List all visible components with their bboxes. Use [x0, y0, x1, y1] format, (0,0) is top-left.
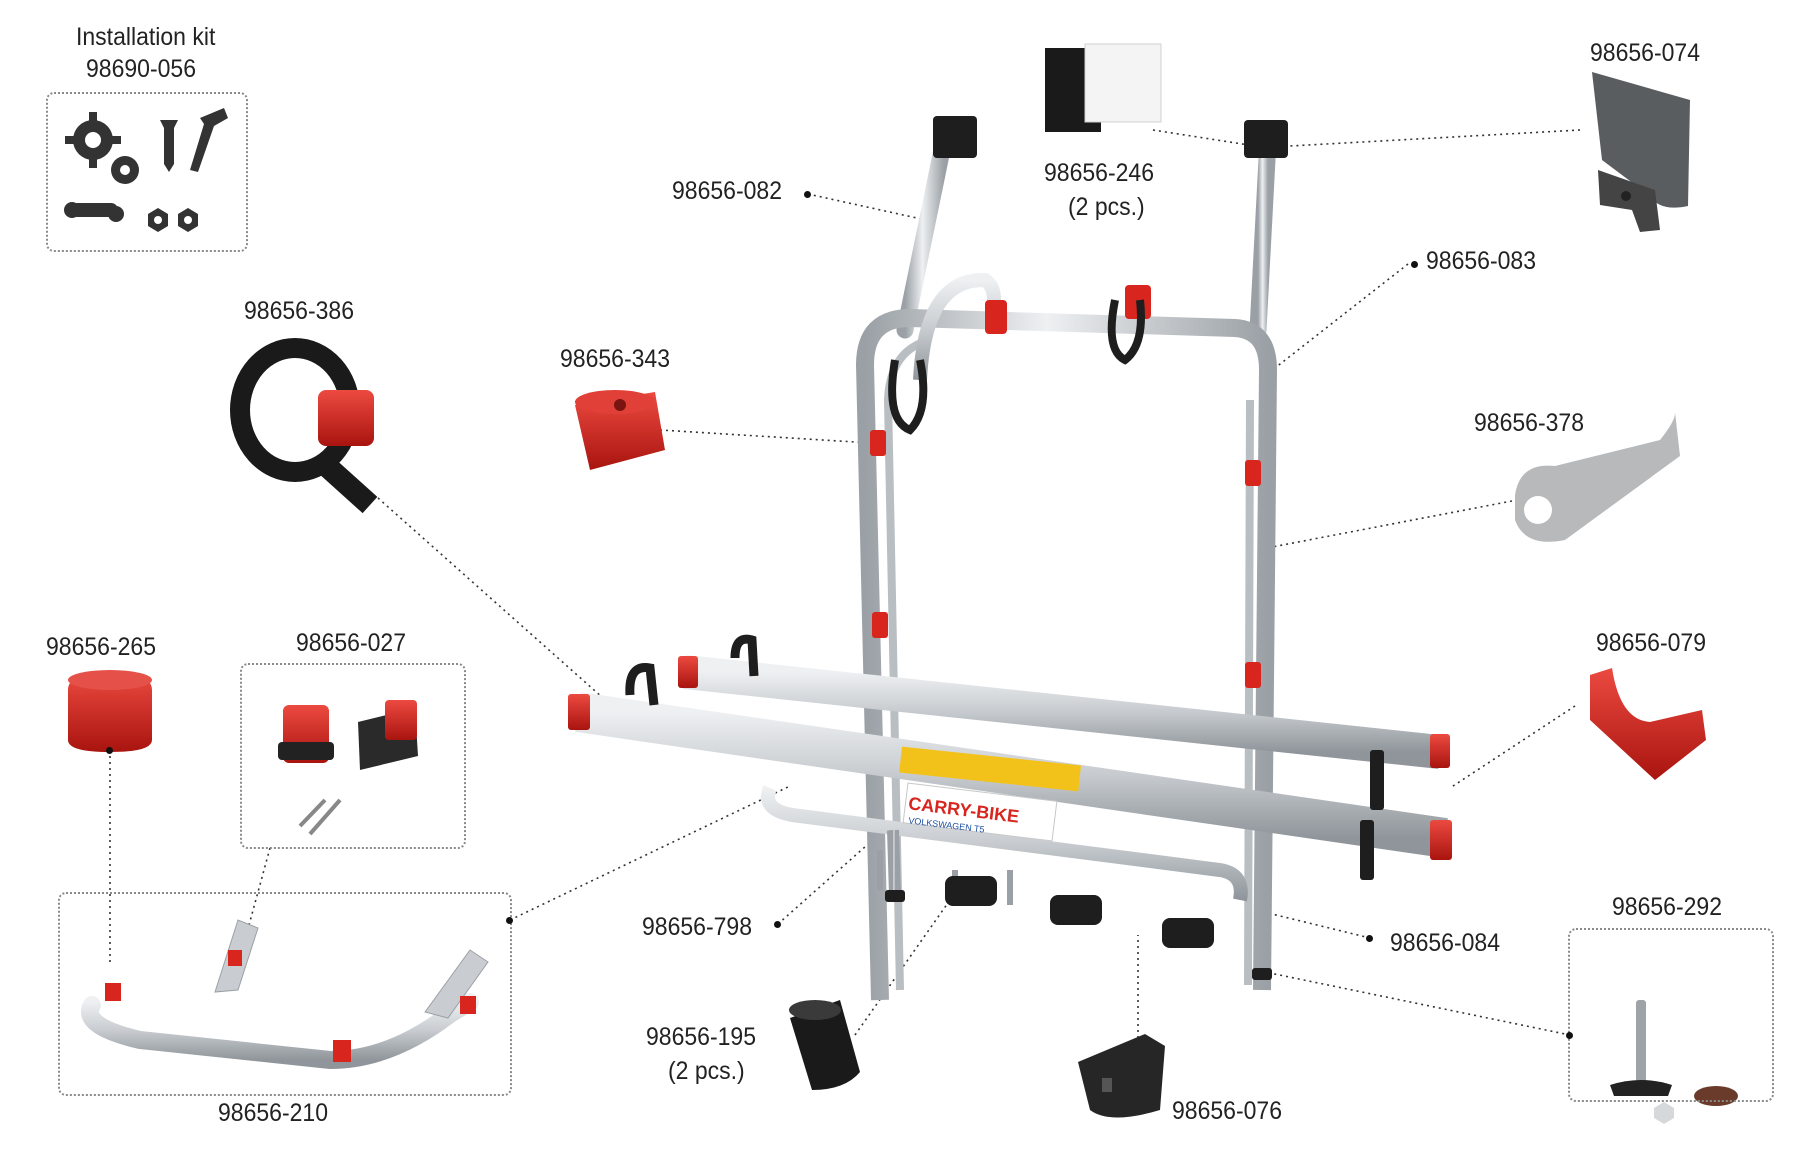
part-number-98656-084: 98656-084	[1390, 929, 1500, 957]
leader-dot	[1566, 1032, 1573, 1039]
leader-dot	[804, 191, 811, 198]
part-number-98656-027: 98656-027	[296, 629, 406, 657]
part-number-98656-265: 98656-265	[46, 633, 156, 661]
plug-set	[278, 700, 418, 836]
leader-dot	[106, 747, 113, 754]
part-number-98656-292: 98656-292	[1612, 893, 1722, 921]
bike-rack-frame	[568, 116, 1452, 1001]
part-number-98656-074: 98656-074	[1590, 39, 1700, 67]
plug-set-box	[240, 663, 466, 849]
part-number-98656-246: 98656-246	[1044, 159, 1154, 187]
leader-dot	[1411, 261, 1418, 268]
end-cap	[68, 670, 152, 752]
wheel-holder	[1590, 668, 1706, 780]
part-quantity-98656-246: (2 pcs.)	[1068, 193, 1145, 221]
tube-clamp	[1515, 412, 1680, 542]
chain-link-icon	[64, 202, 124, 222]
part-number-98656-079: 98656-079	[1596, 629, 1706, 657]
screw-icon	[160, 108, 228, 172]
gear-icon	[65, 112, 139, 184]
part-number-98656-076: 98656-076	[1172, 1097, 1282, 1125]
part-number-98656-343: 98656-343	[560, 345, 670, 373]
nut-icon	[148, 208, 198, 232]
leader-dot	[774, 921, 781, 928]
rubber-sleeve	[789, 1000, 860, 1090]
leveling-foot-box	[1568, 928, 1774, 1102]
support-bar	[81, 919, 489, 1070]
leader-dot	[506, 917, 513, 924]
part-number-98656-083: 98656-083	[1426, 247, 1536, 275]
spacer-block	[575, 390, 665, 470]
part-number-98656-798: 98656-798	[642, 913, 752, 941]
part-number-98690-056: 98690-056	[86, 55, 196, 83]
leveling-foot	[1610, 1000, 1738, 1124]
installation-kit-box	[46, 92, 248, 252]
leader-lines	[109, 129, 1581, 1050]
installation-kit-icons	[64, 108, 228, 232]
part-number-98656-378: 98656-378	[1474, 409, 1584, 437]
mount-bracket	[1592, 72, 1690, 232]
support-bar-box	[58, 892, 512, 1096]
part-number-98656-195: 98656-195	[646, 1023, 756, 1051]
part-quantity-98656-195: (2 pcs.)	[668, 1057, 745, 1085]
bike-strap	[230, 338, 378, 514]
part-number-98656-210: 98656-210	[218, 1099, 328, 1127]
part-number-98656-082: 98656-082	[672, 177, 782, 205]
leader-dot	[1366, 935, 1373, 942]
installation-kit-title: Installation kit	[76, 23, 216, 51]
part-number-98656-386: 98656-386	[244, 297, 354, 325]
retaining-clip	[1078, 1034, 1165, 1118]
adhesive-pads	[1045, 43, 1162, 132]
